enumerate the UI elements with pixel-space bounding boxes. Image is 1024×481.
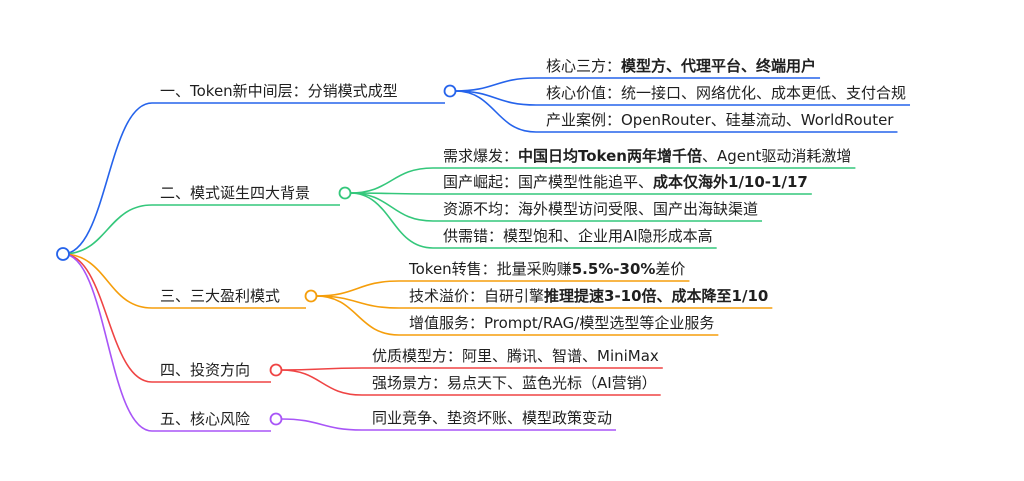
child-link-2-4 xyxy=(349,192,434,249)
child-label-2-4: 供需错：模型饱和、企业用AI隐形成本高 xyxy=(443,226,713,246)
label-bold-part: 5.5%-30% xyxy=(571,260,656,278)
branch-node-2[interactable] xyxy=(338,186,352,200)
label-text-part: 优质模型方：阿里、腾讯、智谱、MiniMax xyxy=(372,347,659,365)
child-link-3-1 xyxy=(315,280,400,297)
label-bold-part: 模型方、代理平台、终端用户 xyxy=(621,57,817,75)
label-bold-part: 成本仅海外1/10-1/17 xyxy=(653,173,808,191)
child-link-1-1 xyxy=(454,77,537,92)
label-text-part: 三、三大盈利模式 xyxy=(160,287,281,305)
branch-label-1: 一、Token新中间层：分销模式成型 xyxy=(160,81,398,101)
root-branch-link-5 xyxy=(62,253,153,432)
label-text-part: 强场景方：易点天下、蓝色光标（AI营销） xyxy=(372,374,657,392)
child-link-4-1 xyxy=(280,367,363,371)
child-label-3-3: 增值服务：Prompt/RAG/模型选型等企业服务 xyxy=(409,313,714,333)
child-link-5-1 xyxy=(280,418,363,431)
child-link-2-3 xyxy=(349,192,434,222)
child-link-4-2 xyxy=(280,369,363,396)
label-text-part: 国产崛起：国产模型性能追平、 xyxy=(443,173,654,191)
child-label-1-3: 产业案例：OpenRouter、硅基流动、WorldRouter xyxy=(546,110,893,130)
label-text-part: 技术溢价：自研引擎 xyxy=(409,287,545,305)
label-text-part: Token转售：批量采购赚 xyxy=(409,260,572,278)
child-label-1-1: 核心三方：模型方、代理平台、终端用户 xyxy=(546,56,816,76)
label-text-part: 增值服务：Prompt/RAG/模型选型等企业服务 xyxy=(409,314,715,332)
root-node[interactable] xyxy=(56,247,70,261)
branch-label-4: 四、投资方向 xyxy=(160,360,250,380)
label-text-part: 需求爆发： xyxy=(443,147,519,165)
child-link-2-1 xyxy=(349,167,434,194)
child-label-3-1: Token转售：批量采购赚5.5%-30%差价 xyxy=(409,259,685,279)
child-link-3-3 xyxy=(315,295,400,336)
root-branch-link-1 xyxy=(62,102,153,255)
branch-label-2: 二、模式诞生四大背景 xyxy=(160,183,310,203)
label-text-part: 二、模式诞生四大背景 xyxy=(160,184,311,202)
label-text-part: 五、核心风险 xyxy=(160,410,251,428)
child-label-1-2: 核心价值：统一接口、网络优化、成本更低、支付合规 xyxy=(546,83,906,103)
branch-node-5[interactable] xyxy=(269,412,283,426)
branch-node-3[interactable] xyxy=(304,289,318,303)
label-bold-part: 推理提速3-10倍、成本降至1/10 xyxy=(544,287,769,305)
child-label-2-2: 国产崛起：国产模型性能追平、成本仅海外1/10-1/17 xyxy=(443,172,808,192)
label-text-part: 同业竞争、垫资坏账、模型政策变动 xyxy=(372,409,613,427)
branch-label-3: 三、三大盈利模式 xyxy=(160,286,280,306)
label-text-part: 一、Token新中间层：分销模式成型 xyxy=(160,82,398,100)
child-label-2-1: 需求爆发：中国日均Token两年增千倍、Agent驱动消耗激增 xyxy=(443,146,851,166)
label-text-part: 供需错：模型饱和、企业用AI隐形成本高 xyxy=(443,227,713,245)
child-label-4-2: 强场景方：易点天下、蓝色光标（AI营销） xyxy=(372,373,657,393)
label-text-part: 差价 xyxy=(655,260,686,278)
label-text-part: 资源不均：海外模型访问受限、国产出海缺渠道 xyxy=(443,200,759,218)
label-text-part: 产业案例：OpenRouter、硅基流动、WorldRouter xyxy=(546,111,894,129)
label-text-part: 四、投资方向 xyxy=(160,361,251,379)
root-branch-link-4 xyxy=(62,253,153,383)
label-text-part: 、Agent驱动消耗激增 xyxy=(702,147,852,165)
label-text-part: 核心三方： xyxy=(546,57,622,75)
root-branch-link-3 xyxy=(62,253,153,309)
label-text-part: 核心价值：统一接口、网络优化、成本更低、支付合规 xyxy=(546,84,907,102)
branch-label-5: 五、核心风险 xyxy=(160,409,250,429)
branch-node-1[interactable] xyxy=(443,84,457,98)
root-branch-link-2 xyxy=(62,204,153,255)
label-bold-part: 中国日均Token两年增千倍 xyxy=(518,147,702,165)
child-label-2-3: 资源不均：海外模型访问受限、国产出海缺渠道 xyxy=(443,199,758,219)
child-label-5-1: 同业竞争、垫资坏账、模型政策变动 xyxy=(372,408,612,428)
child-link-1-3 xyxy=(454,90,537,133)
child-label-4-1: 优质模型方：阿里、腾讯、智谱、MiniMax xyxy=(372,346,659,366)
child-label-3-2: 技术溢价：自研引擎推理提速3-10倍、成本降至1/10 xyxy=(409,286,768,306)
branch-node-4[interactable] xyxy=(269,363,283,377)
